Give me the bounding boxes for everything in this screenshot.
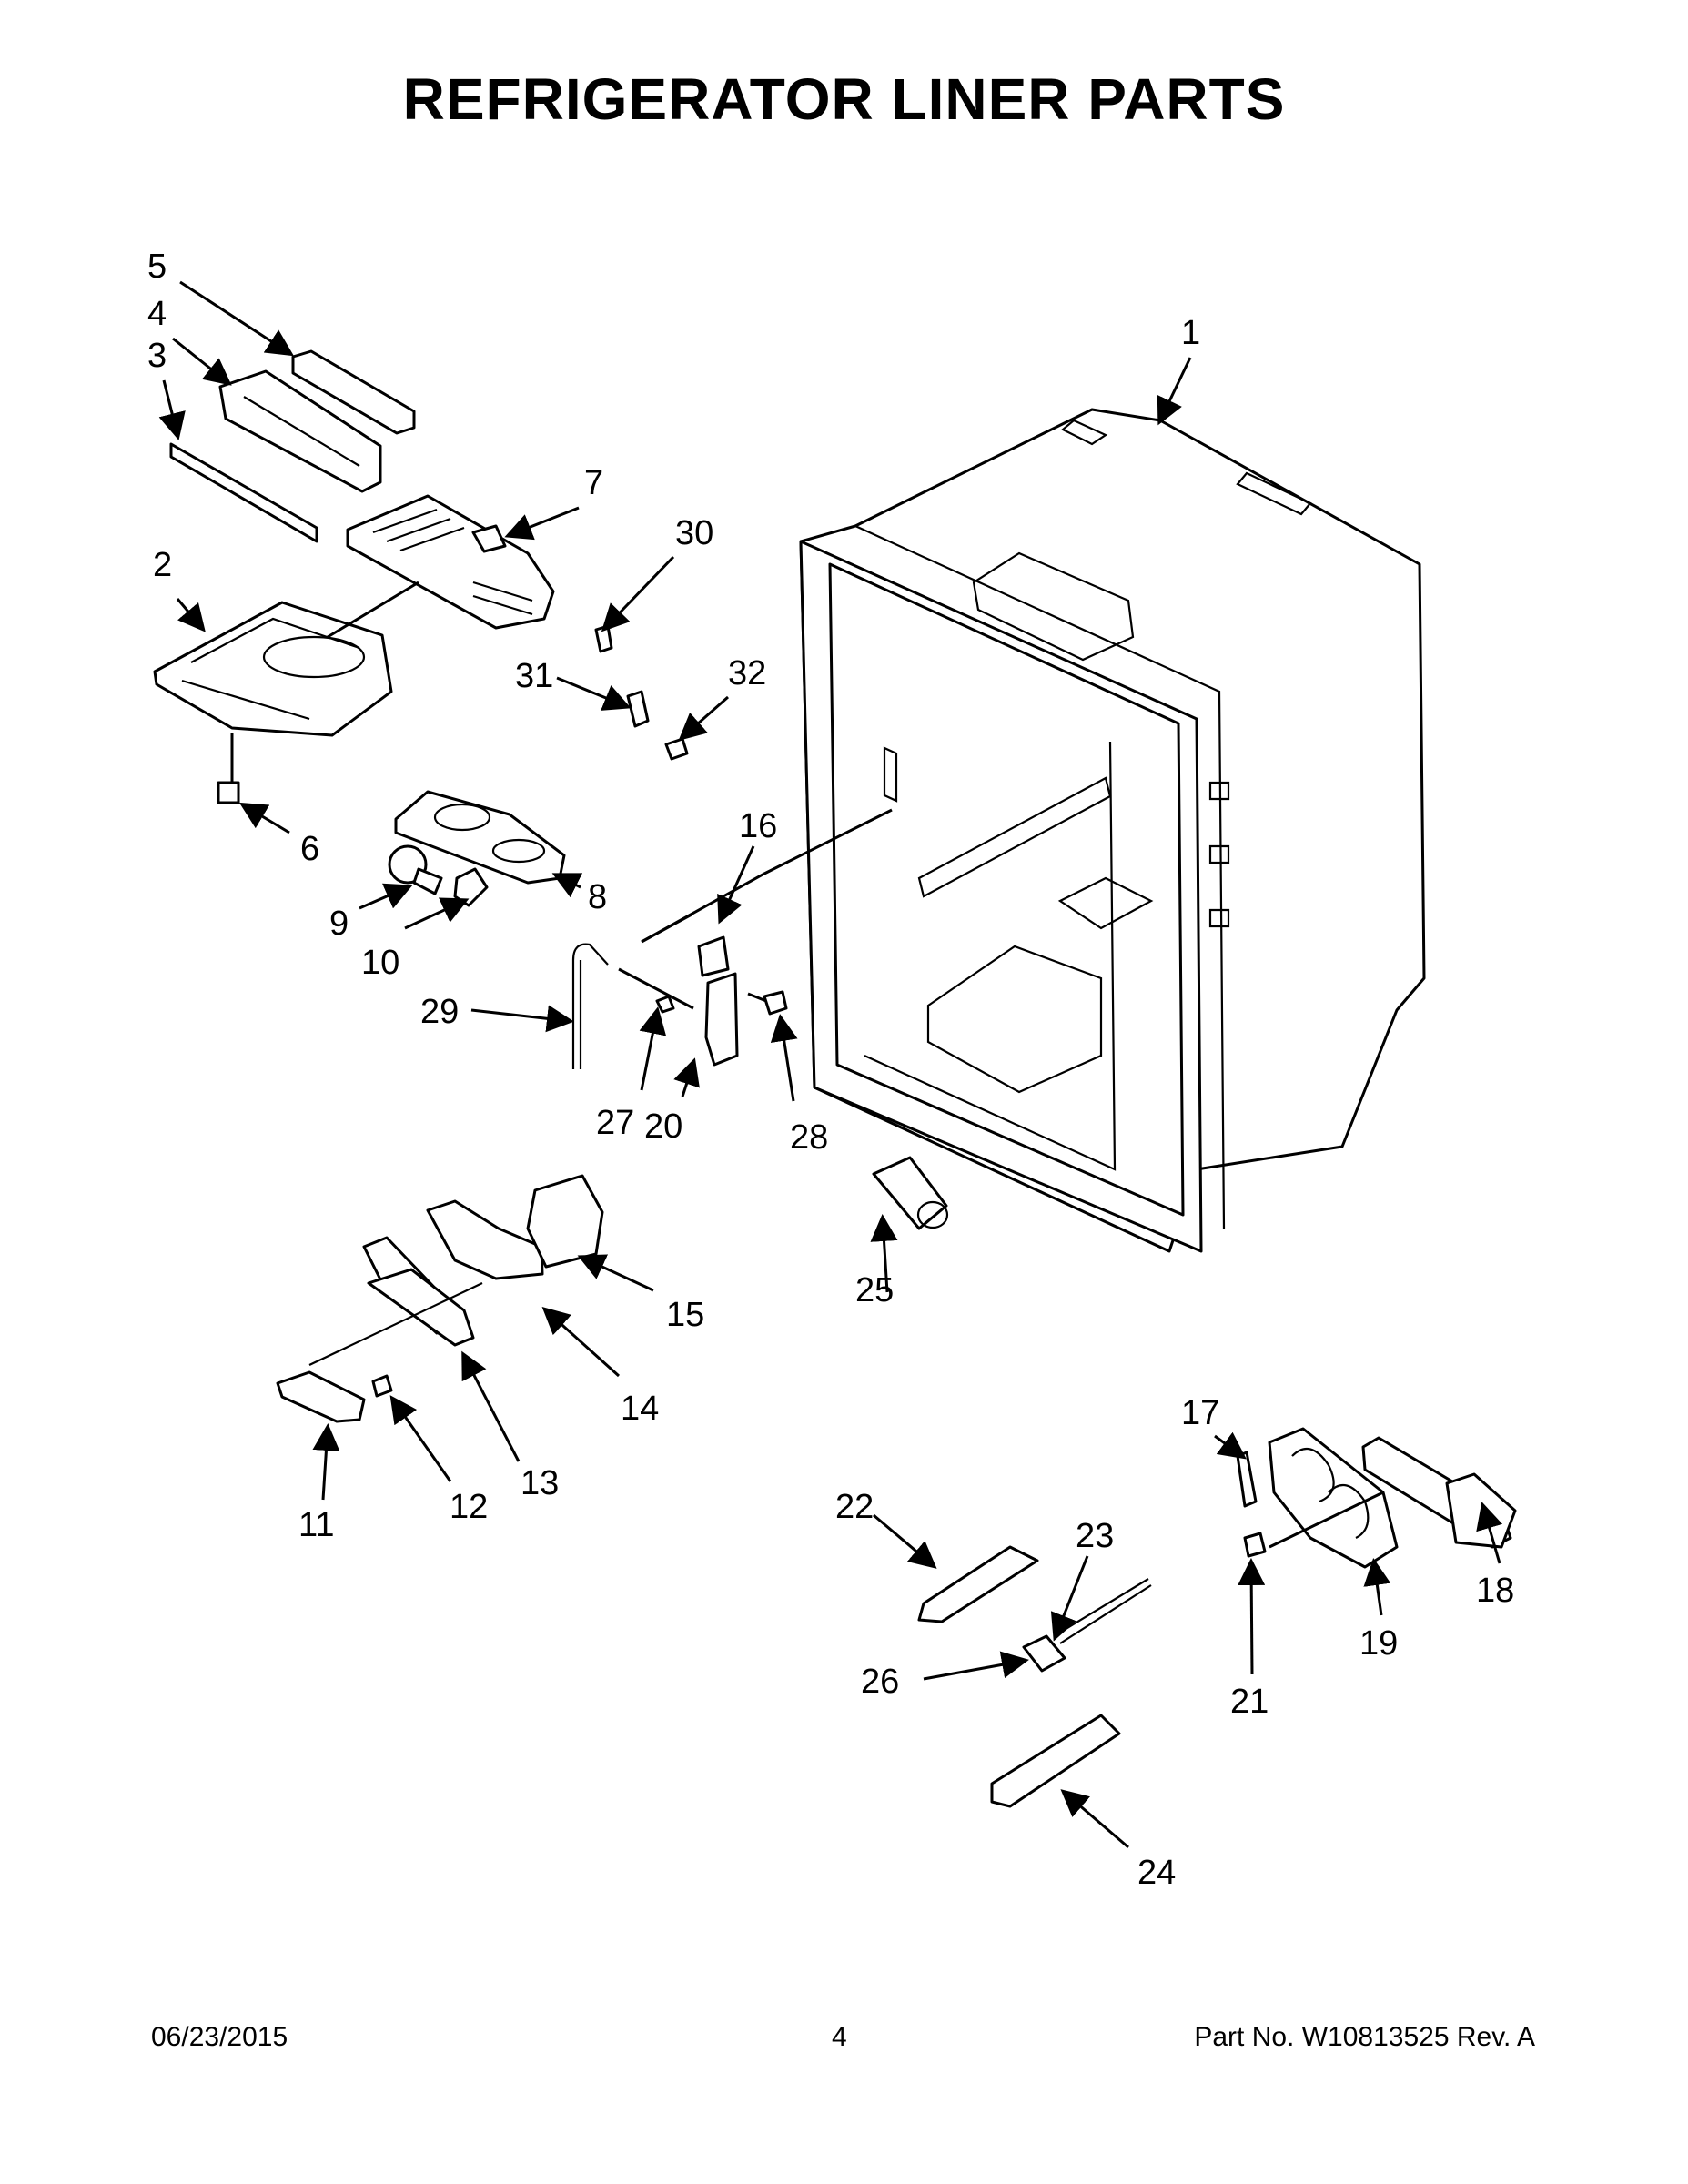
- callout-3: 3: [147, 337, 167, 375]
- small-clip-parts-30-31-32: [594, 624, 689, 761]
- callout-9: 9: [329, 905, 349, 943]
- page-title: REFRIGERATOR LINER PARTS: [402, 66, 1286, 132]
- callout-31: 31: [515, 657, 553, 695]
- callout-22: 22: [835, 1488, 874, 1526]
- callout-17: 17: [1181, 1394, 1219, 1432]
- callout-leaders: [158, 280, 1503, 1849]
- callout-16: 16: [739, 807, 777, 845]
- callout-30: 30: [675, 514, 713, 552]
- footer-part-number: Part No. W10813525 Rev. A: [1194, 2022, 1535, 2052]
- callout-19: 19: [1359, 1624, 1398, 1663]
- callout-21: 21: [1230, 1683, 1269, 1721]
- thermostat-parts-22-23-24-26: [917, 1545, 1152, 1808]
- callout-15: 15: [666, 1296, 704, 1334]
- callout-13: 13: [521, 1464, 559, 1502]
- dispenser-parts-16-20-27-28-29: [571, 808, 893, 1069]
- callout-26: 26: [861, 1663, 899, 1701]
- callout-23: 23: [1076, 1517, 1114, 1555]
- callout-5: 5: [147, 248, 167, 286]
- control-housing-part-2: [153, 601, 393, 804]
- callout-7: 7: [584, 464, 603, 502]
- bracket-parts-3-4-5: [169, 349, 416, 543]
- callout-11: 11: [298, 1506, 334, 1544]
- callout-25: 25: [855, 1271, 894, 1309]
- callout-2: 2: [153, 546, 172, 584]
- callout-27: 27: [596, 1104, 634, 1142]
- filter-cap-part-25: [872, 1156, 949, 1230]
- hinge-parts-17-18-19-21: [1236, 1427, 1517, 1569]
- callout-14: 14: [621, 1390, 659, 1428]
- callout-32: 32: [728, 654, 766, 693]
- footer-date: 06/23/2015: [151, 2022, 288, 2052]
- callout-4: 4: [147, 295, 167, 333]
- louver-part-7: [327, 494, 555, 639]
- callout-24: 24: [1137, 1854, 1176, 1892]
- footer-page-number: 4: [832, 2022, 847, 2052]
- callout-12: 12: [450, 1488, 488, 1526]
- callout-8: 8: [588, 878, 607, 916]
- callout-10: 10: [361, 944, 399, 982]
- callout-6: 6: [300, 830, 319, 868]
- callout-1: 1: [1181, 314, 1200, 352]
- light-housing-part-8: [394, 790, 566, 885]
- callout-28: 28: [790, 1118, 828, 1157]
- callout-29: 29: [420, 993, 459, 1031]
- callout-18: 18: [1476, 1572, 1514, 1610]
- liner-part-1: [799, 408, 1426, 1253]
- bulb-socket-parts-9-10: [388, 844, 489, 907]
- dispenser-cover-parts-11-12-13-14-15: [276, 1174, 604, 1423]
- callout-labels: 1 2 3 4 5 6 7 8 9 10 11 12 13 14 15 16 1…: [147, 248, 1514, 1892]
- callout-20: 20: [644, 1107, 682, 1146]
